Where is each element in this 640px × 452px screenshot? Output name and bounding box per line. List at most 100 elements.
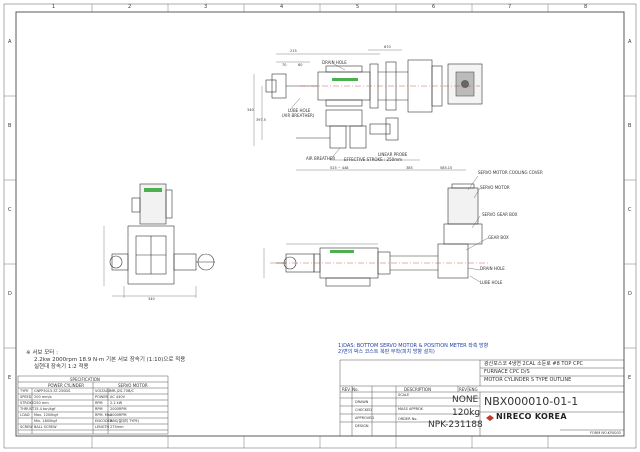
mass-value: 120kg bbox=[452, 408, 481, 418]
side-view bbox=[263, 175, 490, 287]
spec-cell: RPM bbox=[95, 407, 103, 411]
scale-value: NONE bbox=[452, 395, 479, 405]
spec-table bbox=[17, 375, 169, 435]
col-label-7: 7 bbox=[508, 4, 512, 10]
callout-servo-motor-cooling-cover: SERVO MOTOR COOLING COVER bbox=[478, 170, 543, 175]
callout-air-breather-paren: (AIR BREATHER) bbox=[282, 113, 315, 118]
spec-cell: 2000RPM bbox=[110, 407, 127, 411]
col-label-8: 8 bbox=[584, 4, 588, 10]
servo-note-spec-1: 2.2kw 2000rpm 18.9 N·m 기본 서보 장속기 (1:10)으… bbox=[34, 357, 186, 363]
spec-cell: TYPE bbox=[20, 389, 29, 393]
end-view bbox=[103, 183, 215, 298]
callout-gear-box: GEAR BOX bbox=[488, 235, 509, 240]
col-label-1: 1 bbox=[52, 4, 56, 10]
spec-cell: AC 440V bbox=[110, 395, 125, 399]
spec-cell: SPEED bbox=[20, 395, 32, 399]
drawing-number: NBX000010-01-1 bbox=[484, 395, 579, 408]
spec-cell: STROKE bbox=[20, 401, 35, 405]
drawing-title: MOTOR CYLINDER S TYPE OUTLINE bbox=[484, 377, 572, 383]
col-label-2: 2 bbox=[128, 4, 132, 10]
spec-cell: 15.4 ton/kgf bbox=[34, 407, 56, 411]
dim-bottom-b: 385 bbox=[406, 166, 413, 170]
callout-linear-probe: LINEAR PROBE bbox=[378, 152, 408, 157]
callout-lube-hole-side: LUBE HOLE bbox=[480, 280, 503, 285]
note-line-2: 2)면의 박스 코스트 복판 부착(피치 방향 설치) bbox=[338, 349, 435, 355]
spec-cell: 200 mm/s bbox=[34, 395, 52, 399]
row-label-e-right: E bbox=[628, 375, 632, 381]
note-line-1: 1)DAS: BOTTOM SERVO MOTOR & POSITION MET… bbox=[338, 343, 489, 349]
scale-label: SCALE bbox=[398, 393, 410, 397]
spec-cell: CNPP3015-ST-250DS bbox=[34, 389, 71, 393]
dim-top-b: 670 bbox=[384, 45, 391, 49]
col-label-6: 6 bbox=[432, 4, 436, 10]
row-label-c: C bbox=[8, 207, 12, 213]
title-block bbox=[339, 359, 625, 437]
callout-effective-stroke: EFFECTIVE STROKE : 250mm bbox=[344, 157, 402, 162]
spec-cell: LOAD bbox=[20, 413, 30, 417]
company-logo: NIRECO KOREA bbox=[496, 412, 567, 421]
dim-top-d: 60 bbox=[298, 63, 303, 67]
sign-row-design: DESIGN bbox=[355, 424, 369, 428]
dim-bottom-a: 525 ~ 448 bbox=[330, 166, 349, 170]
spec-cell: VOLTAGE bbox=[95, 389, 111, 393]
spec-cell: BALL SCREW bbox=[34, 425, 57, 429]
col-label-3: 3 bbox=[204, 4, 208, 10]
servo-note-header: ※ 서보 모터 : bbox=[26, 350, 58, 356]
spec-cell: 2.2 kW bbox=[110, 401, 123, 405]
spec-title: SPECIFICATION bbox=[70, 377, 100, 382]
callout-servo-motor: SERVO MOTOR bbox=[480, 185, 510, 190]
callout-drain-hole-side: DRAIN HOLE bbox=[480, 266, 505, 271]
spec-cell: Min. 1800kgf bbox=[34, 419, 57, 423]
row-label-a-right: A bbox=[628, 39, 632, 45]
project-line-2: FURNACE CPC D/S bbox=[484, 369, 530, 375]
callout-servo-gear-box: SERVO GEAR BOX bbox=[482, 212, 518, 217]
spec-cell: POWER bbox=[95, 395, 108, 399]
dim-side-a: 340 bbox=[247, 108, 254, 112]
spec-cell: Max. 1200kgf bbox=[34, 413, 58, 417]
row-label-e: E bbox=[8, 375, 12, 381]
spec-cell: THRUST bbox=[20, 407, 35, 411]
sign-row-approved: APPROVED bbox=[355, 416, 375, 420]
form-code: FORM NO.KY0003 bbox=[590, 431, 621, 435]
spec-cell: 250 mm bbox=[34, 401, 49, 405]
mass-label: MASS APPROX bbox=[398, 407, 423, 411]
col-label-4: 4 bbox=[280, 4, 284, 10]
callout-drain-hole-top: DRAIN HOLE bbox=[322, 60, 347, 65]
sign-row-drawn: DRAWN bbox=[355, 400, 369, 404]
spec-cell: MR-J2S-70B/C bbox=[110, 389, 134, 393]
spec-col-motor: SERVO MOTOR bbox=[118, 383, 148, 388]
sign-row-checked: CHECKED bbox=[355, 408, 372, 412]
dim-top-a: 215 bbox=[290, 49, 297, 53]
row-label-c-right: C bbox=[628, 207, 632, 213]
spec-cell: ABS(절대치 TYPE) bbox=[110, 419, 140, 423]
callout-air-breather: AIR BREATHER bbox=[306, 156, 336, 161]
servo-note-spec-2: 실현대 장속기 1:2 적용 bbox=[34, 364, 89, 370]
spec-cell: RPM bbox=[95, 401, 103, 405]
rev-col: REV bbox=[459, 387, 468, 392]
project-line-1: 광산포스코 4냉연 2CAL 소둔로 #8 TOP CPC bbox=[484, 361, 583, 367]
spec-cell: ENCODER bbox=[95, 419, 113, 423]
row-label-a: A bbox=[8, 39, 12, 45]
spec-cell: 2000RPM bbox=[110, 413, 127, 417]
order-label: ORDER No. bbox=[398, 417, 418, 421]
spec-col-cylinder: POWER CYLINDER bbox=[48, 383, 85, 388]
desc-header: DESCRIPTION bbox=[404, 387, 432, 392]
dim-left-view: 340 bbox=[148, 297, 155, 301]
dim-top-c: 70 bbox=[282, 63, 287, 67]
row-label-d-right: D bbox=[628, 291, 632, 297]
rev-header: REV. No. bbox=[342, 387, 359, 392]
spec-cell: 275mm bbox=[110, 425, 124, 429]
order-value: NPK-231188 bbox=[428, 420, 483, 430]
row-label-b: B bbox=[8, 123, 12, 129]
eng-col: ENG bbox=[469, 387, 478, 392]
callout-lube-hole: LUBE HOLE bbox=[288, 108, 311, 113]
spec-cell: LENGTH bbox=[95, 425, 110, 429]
dim-bottom-c: 585.15 bbox=[440, 166, 453, 170]
top-view bbox=[253, 49, 483, 171]
spec-cell: SCREW bbox=[20, 425, 33, 429]
row-label-d: D bbox=[8, 291, 12, 297]
spec-cell: RPM. Max bbox=[95, 413, 113, 417]
col-label-5: 5 bbox=[356, 4, 360, 10]
dim-side-b: 397.5 bbox=[256, 118, 267, 122]
